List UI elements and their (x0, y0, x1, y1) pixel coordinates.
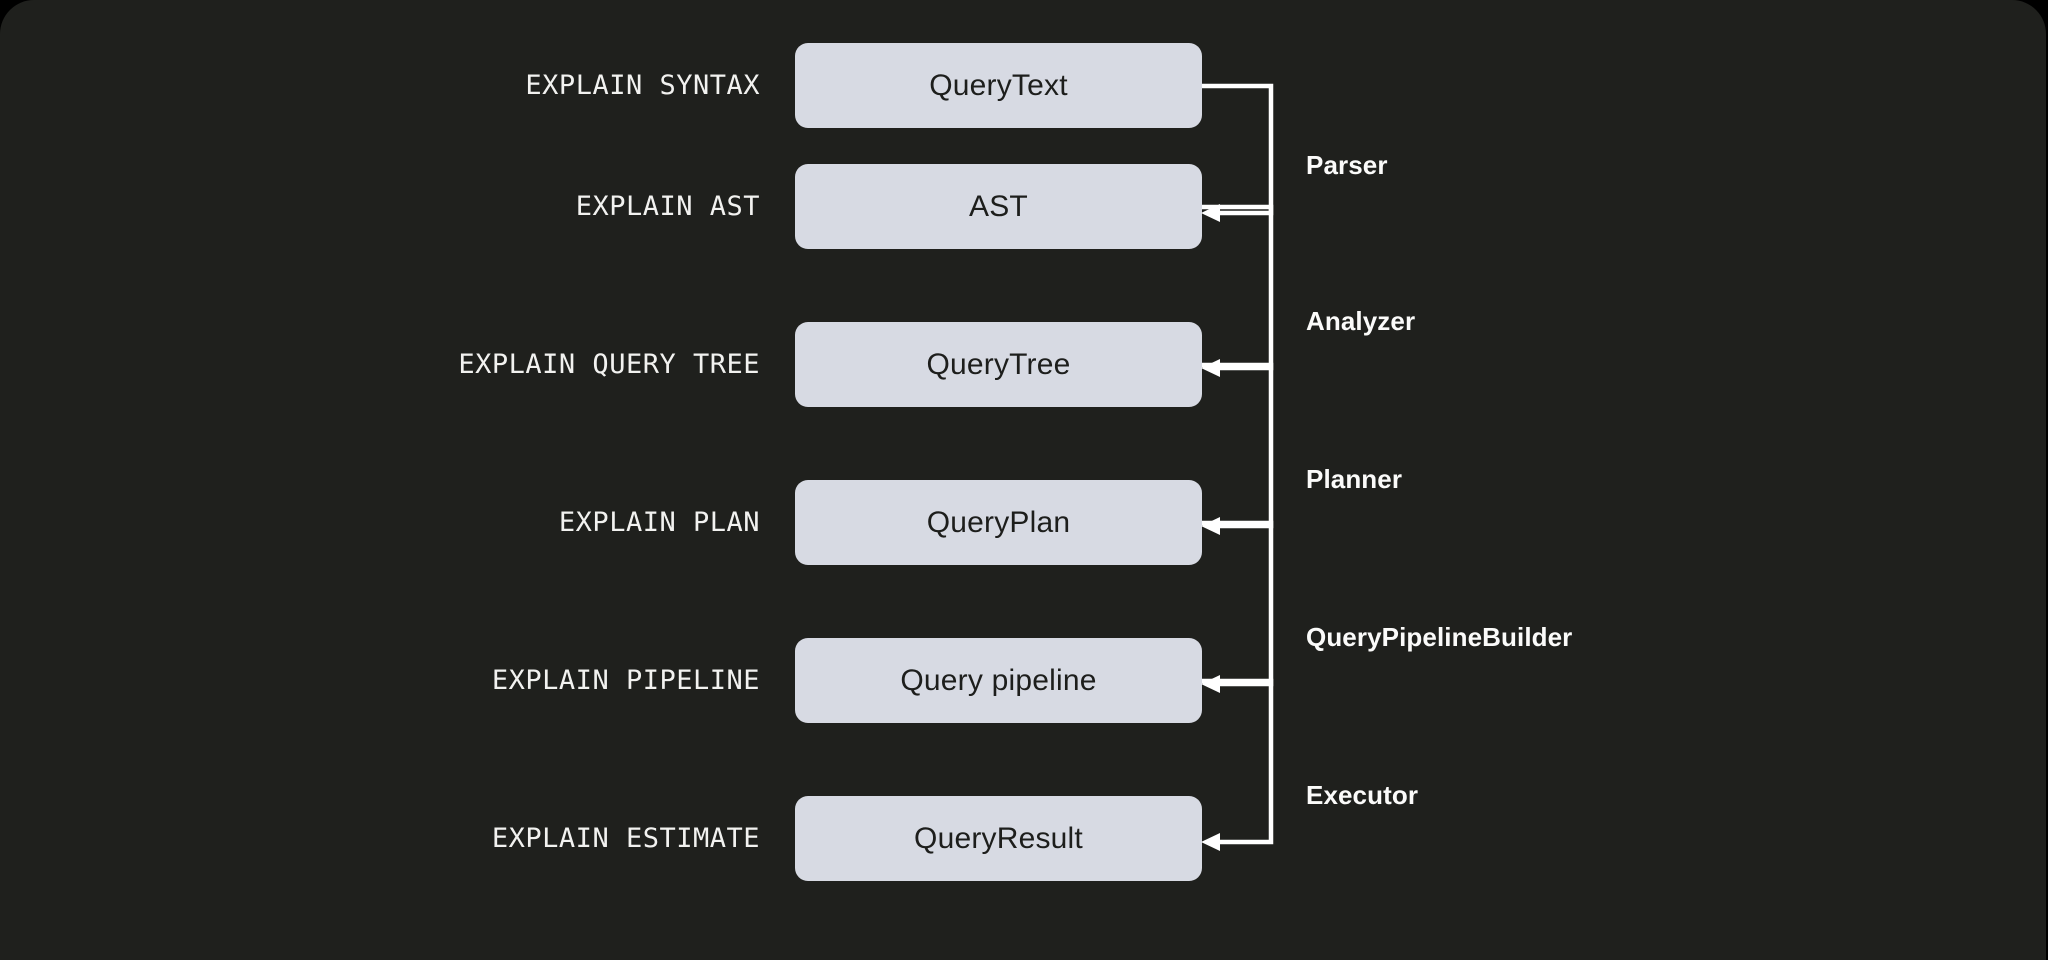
node-label: Query pipeline (900, 663, 1097, 697)
explain-label-pipeline: EXPLAIN PIPELINE (491, 665, 760, 696)
node-label: QueryPlan (926, 505, 1071, 539)
explain-label-ast: EXPLAIN AST (575, 191, 760, 222)
node-box-querytext[interactable]: QueryText (795, 43, 1202, 128)
node-box-querytree[interactable]: QueryTree (795, 322, 1202, 407)
node-box-queryplan[interactable]: QueryPlan (795, 480, 1202, 565)
explain-label-syntax: EXPLAIN SYNTAX (525, 70, 760, 101)
explain-label-query-tree: EXPLAIN QUERY TREE (458, 349, 760, 380)
stage-label-query-pipeline-builder: QueryPipelineBuilder (1306, 622, 1573, 652)
node-label: QueryResult (914, 821, 1083, 855)
node-label: QueryTree (926, 347, 1071, 381)
diagram-row: EXPLAIN SYNTAX QueryText (0, 43, 2046, 153)
diagram-row: EXPLAIN PIPELINE Query pipeline (0, 638, 2046, 748)
explain-label-plan: EXPLAIN PLAN (558, 507, 760, 538)
diagram-row: EXPLAIN AST AST (0, 164, 2046, 274)
connector-executor (1195, 675, 1325, 935)
diagram-row: EXPLAIN ESTIMATE QueryResult (0, 796, 2046, 906)
node-box-ast[interactable]: AST (795, 164, 1202, 249)
diagram-row: EXPLAIN PLAN QueryPlan (0, 480, 2046, 590)
stage-label-executor: Executor (1306, 780, 1419, 810)
explain-label-estimate: EXPLAIN ESTIMATE (491, 823, 760, 854)
node-box-queryresult[interactable]: QueryResult (795, 796, 1202, 881)
stage-label-planner: Planner (1306, 464, 1403, 494)
node-label: QueryText (929, 68, 1068, 102)
diagram-row: EXPLAIN QUERY TREE QueryTree (0, 322, 2046, 432)
stage-label-analyzer: Analyzer (1306, 306, 1416, 336)
node-label: AST (969, 189, 1028, 223)
stage-label-parser: Parser (1306, 150, 1388, 180)
node-box-query-pipeline[interactable]: Query pipeline (795, 638, 1202, 723)
